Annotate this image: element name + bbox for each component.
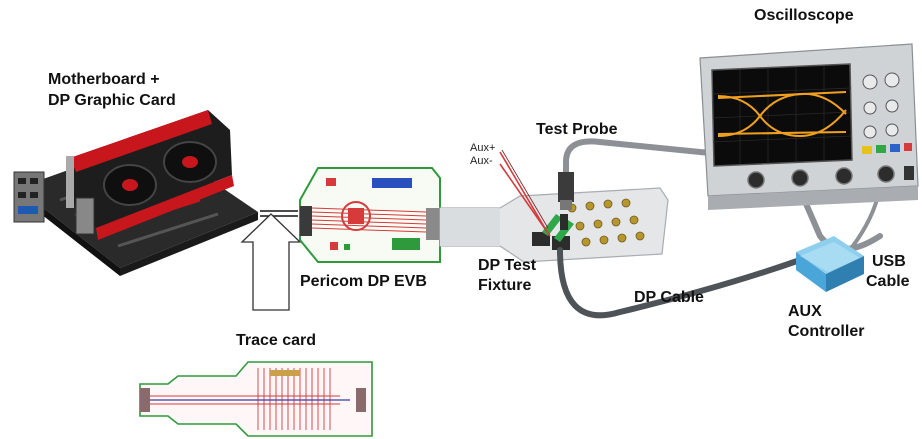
usb-cable-label-line1: USB — [872, 253, 906, 270]
trace-card-image — [139, 361, 373, 437]
oscilloscope-label: Oscilloscope — [754, 7, 854, 24]
aux-controller-image — [796, 236, 864, 292]
motherboard-label-line1: Motherboard + — [48, 71, 160, 88]
aux-plus-label: Aux+ — [470, 142, 496, 154]
dp-test-fixture-label-line2: Fixture — [478, 277, 532, 294]
aux-controller-label-line2: Controller — [788, 323, 865, 340]
aux-minus-label: Aux- — [470, 155, 493, 167]
motherboard-label-line2: DP Graphic Card — [48, 92, 176, 109]
dp-test-fixture-image — [439, 187, 669, 263]
usb-cable-label-line2: Cable — [866, 273, 910, 290]
motherboard-graphics-card-image — [13, 110, 258, 276]
trace-card-label: Trace card — [236, 332, 317, 349]
test-probe-label: Test Probe — [536, 121, 618, 138]
aux-controller-label-line1: AUX — [788, 303, 822, 320]
pericom-evb-image — [299, 167, 441, 263]
trace-card-arrow — [240, 213, 302, 311]
oscilloscope-image — [699, 43, 919, 210]
aux-wires — [499, 149, 551, 237]
dp-test-fixture-label-line1: DP Test — [478, 257, 537, 274]
dp-cable-label: DP Cable — [634, 289, 704, 306]
pericom-evb-label: Pericom DP EVB — [300, 273, 427, 290]
dp-cable — [557, 247, 803, 319]
